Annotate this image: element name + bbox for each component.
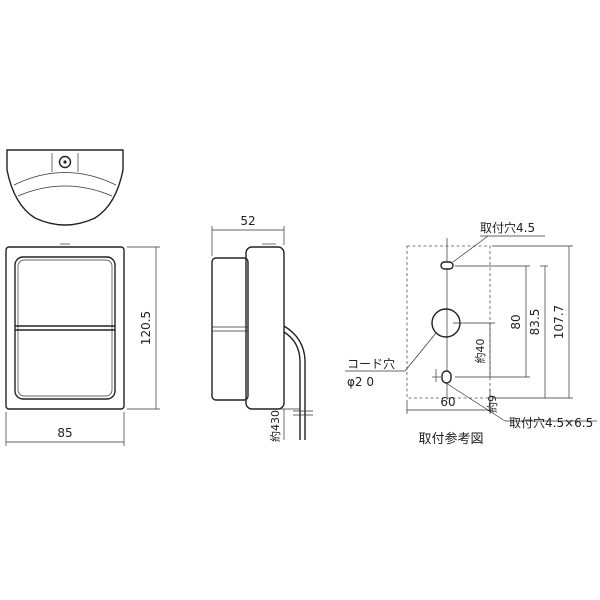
screw-center-icon [63, 160, 67, 164]
mount-outline [406, 245, 491, 399]
top-view-outline [6, 149, 124, 226]
front-outer-frame [5, 246, 125, 410]
leader-cord-hole [404, 332, 437, 372]
label-120-5: 120.5 [139, 311, 153, 345]
label-83-5: 83.5 [528, 309, 542, 336]
side-view: 52 約430 [211, 214, 313, 442]
label-60: 60 [440, 395, 455, 409]
top-view-rim [13, 172, 117, 186]
label-hole-top: 取付穴4.5 [480, 220, 535, 235]
leader-hole-top [452, 235, 489, 263]
top-view-rim-inner [17, 185, 113, 197]
label-40: 約40 [473, 339, 487, 364]
front-panel [14, 256, 116, 400]
label-cord-hole-dia: φ2 0 [347, 375, 374, 389]
mount-hole-bottom [441, 370, 452, 384]
caption: 取付参考図 [418, 431, 483, 447]
cord-inner [283, 331, 301, 440]
front-view: 85 120.5 [5, 243, 160, 446]
screw-icon [58, 155, 72, 169]
side-back-body [245, 246, 285, 410]
label-80: 80 [509, 314, 523, 329]
mount-hole-top [440, 261, 454, 270]
label-107-7: 107.7 [552, 305, 566, 339]
label-52: 52 [240, 214, 255, 228]
label-430: 約430 [268, 410, 282, 442]
label-9: 約9 [485, 395, 499, 413]
cord [283, 325, 306, 440]
top-view [6, 149, 124, 226]
leader-hole-bottom [445, 382, 506, 422]
label-85: 85 [57, 426, 72, 440]
label-cord-hole: コード穴 [347, 356, 395, 371]
side-front-body [211, 257, 249, 401]
front-panel-inner [17, 259, 113, 397]
mounting-reference: 取付穴4.5 コード穴 φ2 0 取付穴4.5×6.5 80 83.5 107.… [345, 220, 597, 447]
label-hole-bottom: 取付穴4.5×6.5 [509, 415, 593, 430]
